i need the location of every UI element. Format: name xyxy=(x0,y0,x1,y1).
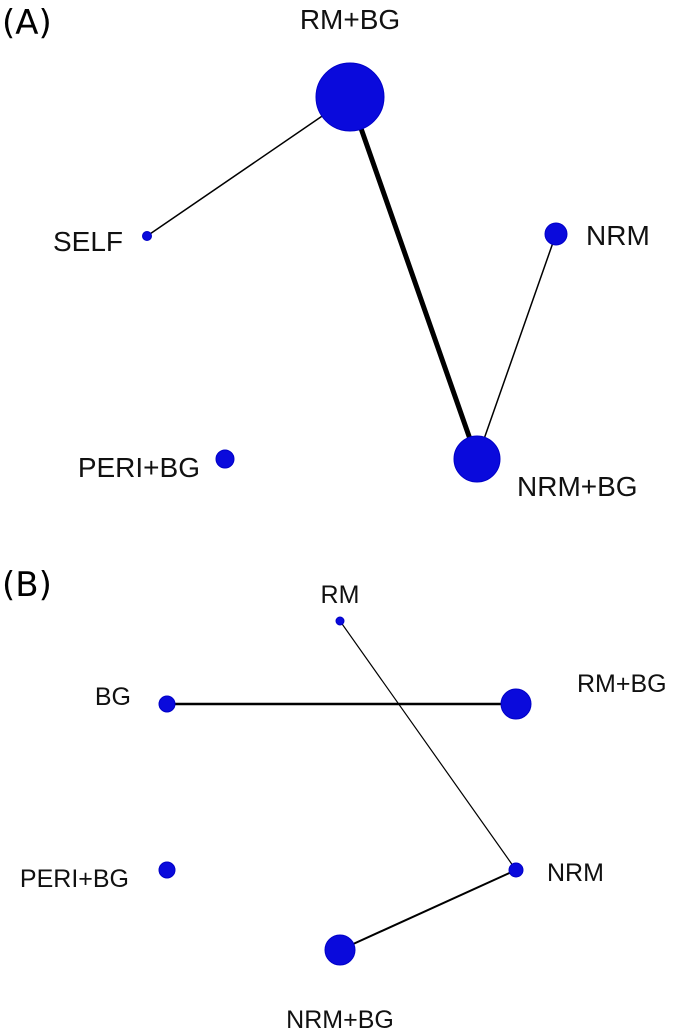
node-b-nrm xyxy=(508,862,524,878)
node-a-nrm-bg xyxy=(453,435,501,483)
node-b-rm xyxy=(335,616,345,626)
panel-a: (A) RM+BG SELF NRM PERI+BG NRM+BG xyxy=(2,3,650,502)
edge-b-rm-nrm xyxy=(339,620,517,871)
label-b-bg: BG xyxy=(95,683,131,711)
label-b-peri-bg: PERI+BG xyxy=(20,865,129,893)
panel-a-label: (A) xyxy=(2,3,52,43)
panel-b-label: (B) xyxy=(2,565,52,605)
node-b-peri-bg xyxy=(158,861,176,879)
label-b-nrm: NRM xyxy=(547,859,604,887)
panel-b: (B) RM BG RM+BG PERI+BG NRM NRM+BG xyxy=(2,565,667,1034)
node-a-rm-bg xyxy=(315,62,385,132)
node-b-rm-bg xyxy=(500,688,532,720)
label-b-rm: RM xyxy=(321,581,360,609)
label-b-nrm-bg: NRM+BG xyxy=(286,1006,394,1034)
node-a-self xyxy=(142,231,152,241)
node-b-nrm-bg xyxy=(324,934,356,966)
edge-a-rmbg-self xyxy=(146,96,351,237)
label-a-nrm: NRM xyxy=(586,220,650,251)
node-a-nrm xyxy=(544,222,568,246)
node-b-bg xyxy=(158,695,176,713)
edge-a-rmbg-nrmbg xyxy=(347,94,480,462)
label-a-peri-bg: PERI+BG xyxy=(78,452,200,483)
edge-a-nrm-nrmbg xyxy=(476,233,557,460)
edge-b-nrm-nrmbg xyxy=(339,869,517,951)
label-a-self: SELF xyxy=(53,226,123,257)
node-a-peri-bg xyxy=(215,449,235,469)
label-a-rm-bg: RM+BG xyxy=(300,4,400,35)
label-b-rm-bg: RM+BG xyxy=(577,670,667,698)
label-a-nrm-bg: NRM+BG xyxy=(517,471,638,502)
